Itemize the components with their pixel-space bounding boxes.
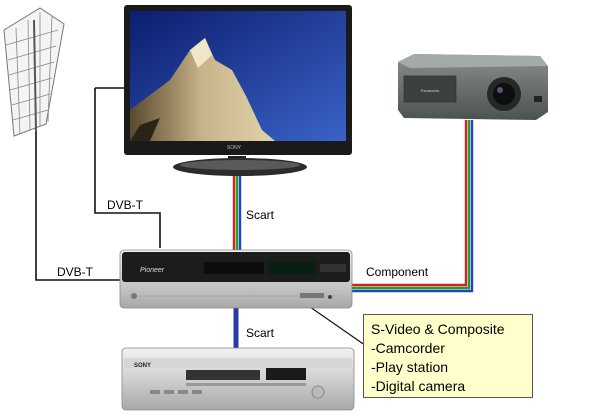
component-label: Component [366,265,429,279]
callout-line-playstation: -Play station [371,359,449,375]
vcr-icon: SONY [121,347,355,411]
antenna-cables [35,87,161,281]
antenna-cable-lower [35,132,122,281]
callout-line-camera: -Digital camera [371,378,466,394]
callout-line-camcorder: -Camcorder [371,340,445,356]
component-cable [352,120,474,293]
projector-brand: Panasonic [421,88,440,93]
callout-line-svideo: S-Video & Composite [371,321,505,337]
tv-icon: SONY [124,5,352,176]
antenna-icon [3,7,65,137]
dvbt-label-lower: DVB-T [57,265,93,279]
vcr-brand: SONY [134,363,151,369]
scart-label-lower: Scart [246,326,275,340]
inputs-callout: S-Video & Composite -Camcorder -Play sta… [363,314,533,398]
dvbt-cable-upper [94,88,161,248]
tv-brand: SONY [227,145,242,151]
dvd-recorder-icon: Pioneer [119,249,353,309]
scart-label-upper: Scart [246,208,275,222]
scart-cable-upper [232,175,242,252]
recorder-brand: Pioneer [140,267,165,274]
projector-icon: Panasonic [398,54,548,120]
dvbt-label-upper: DVB-T [107,198,143,212]
